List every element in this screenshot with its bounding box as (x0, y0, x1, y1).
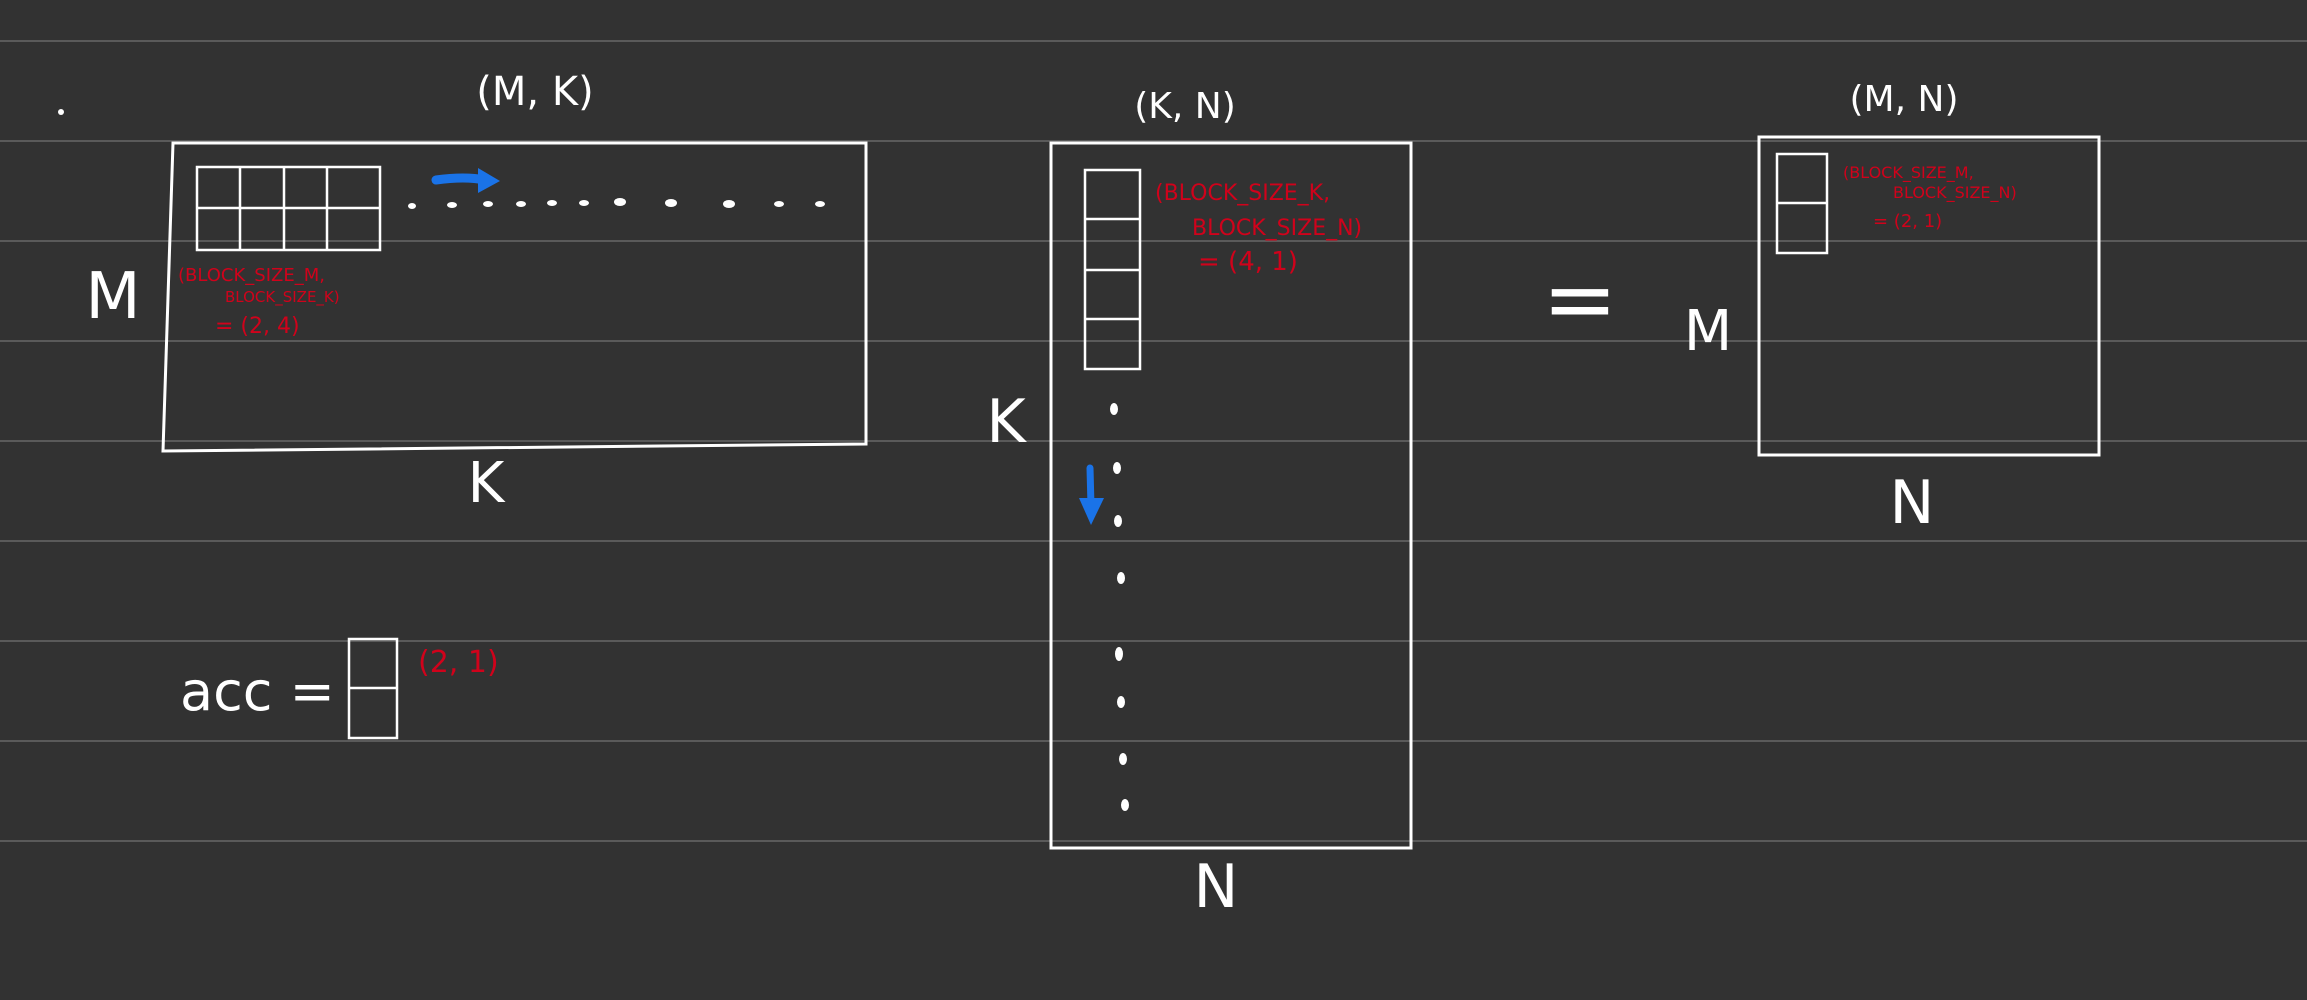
accumulator-label: acc = (180, 660, 335, 723)
matrix-c-outline (1757, 135, 2101, 457)
matrix-b: (K, N) K N (BLOCK_SIZE_K, B (986, 86, 1413, 922)
matrix-c-block-note-line1: (BLOCK_SIZE_M, (1843, 163, 1974, 183)
matrix-b-row-label: K (986, 387, 1027, 457)
matrix-c-block-note: (BLOCK_SIZE_M, BLOCK_SIZE_N) = (2, 1) (1843, 163, 2017, 232)
matrix-b-block-tile (1083, 168, 1142, 371)
matrix-c-shape-label: (M, N) (1850, 79, 1959, 120)
matrix-c-col-label: N (1890, 468, 1935, 538)
matrix-c-row-label: M (1684, 299, 1732, 364)
matrix-c-block-tile (1775, 152, 1829, 255)
matrix-a-block-note: (BLOCK_SIZE_M, BLOCK_SIZE_K) = (2, 4) (178, 265, 340, 339)
matrix-b-block-note: (BLOCK_SIZE_K, BLOCK_SIZE_N) = (4, 1) (1155, 181, 1362, 277)
accumulator-tile (347, 637, 399, 740)
matrix-a-block-note-line1: (BLOCK_SIZE_M, (178, 265, 325, 286)
matrix-c-block-note-line3: = (2, 1) (1873, 211, 1942, 232)
matrix-c-block-note-line2: BLOCK_SIZE_N) (1893, 183, 2017, 203)
arrow-right-icon (431, 168, 500, 193)
arrow-down-icon (1079, 464, 1104, 525)
matrix-b-outline (1049, 141, 1413, 850)
matrix-a: (M, K) M K (85, 69, 868, 516)
matrix-a-row-label: M (85, 260, 140, 334)
matrix-a-block-tile (195, 165, 382, 252)
matrix-a-continuation-dots (408, 198, 825, 209)
matrix-c: (M, N) M N (BLOCK_SIZE_M, BLOCK_SIZE_N) … (1684, 79, 2101, 538)
matrix-b-shape-label: (K, N) (1134, 86, 1236, 127)
stray-dot (58, 109, 64, 115)
matrix-b-col-label: N (1194, 852, 1239, 922)
equals-sign: = (1542, 247, 1617, 352)
accumulator: acc = (2, 1) (180, 637, 499, 740)
matrix-b-block-note-line1: (BLOCK_SIZE_K, (1155, 181, 1330, 206)
matrix-b-block-note-line3: = (4, 1) (1198, 247, 1298, 277)
matrix-a-block-note-line3: = (2, 4) (215, 314, 300, 339)
accumulator-note: (2, 1) (418, 645, 499, 680)
matrix-b-block-note-line2: BLOCK_SIZE_N) (1192, 216, 1362, 241)
matrix-a-outline (161, 141, 868, 453)
matrix-b-continuation-dots (1110, 403, 1129, 811)
ruled-lines (0, 40, 2307, 842)
matrix-a-shape-label: (M, K) (476, 69, 593, 115)
matrix-a-col-label: K (468, 451, 506, 516)
matrix-a-block-note-line2: BLOCK_SIZE_K) (225, 288, 340, 307)
